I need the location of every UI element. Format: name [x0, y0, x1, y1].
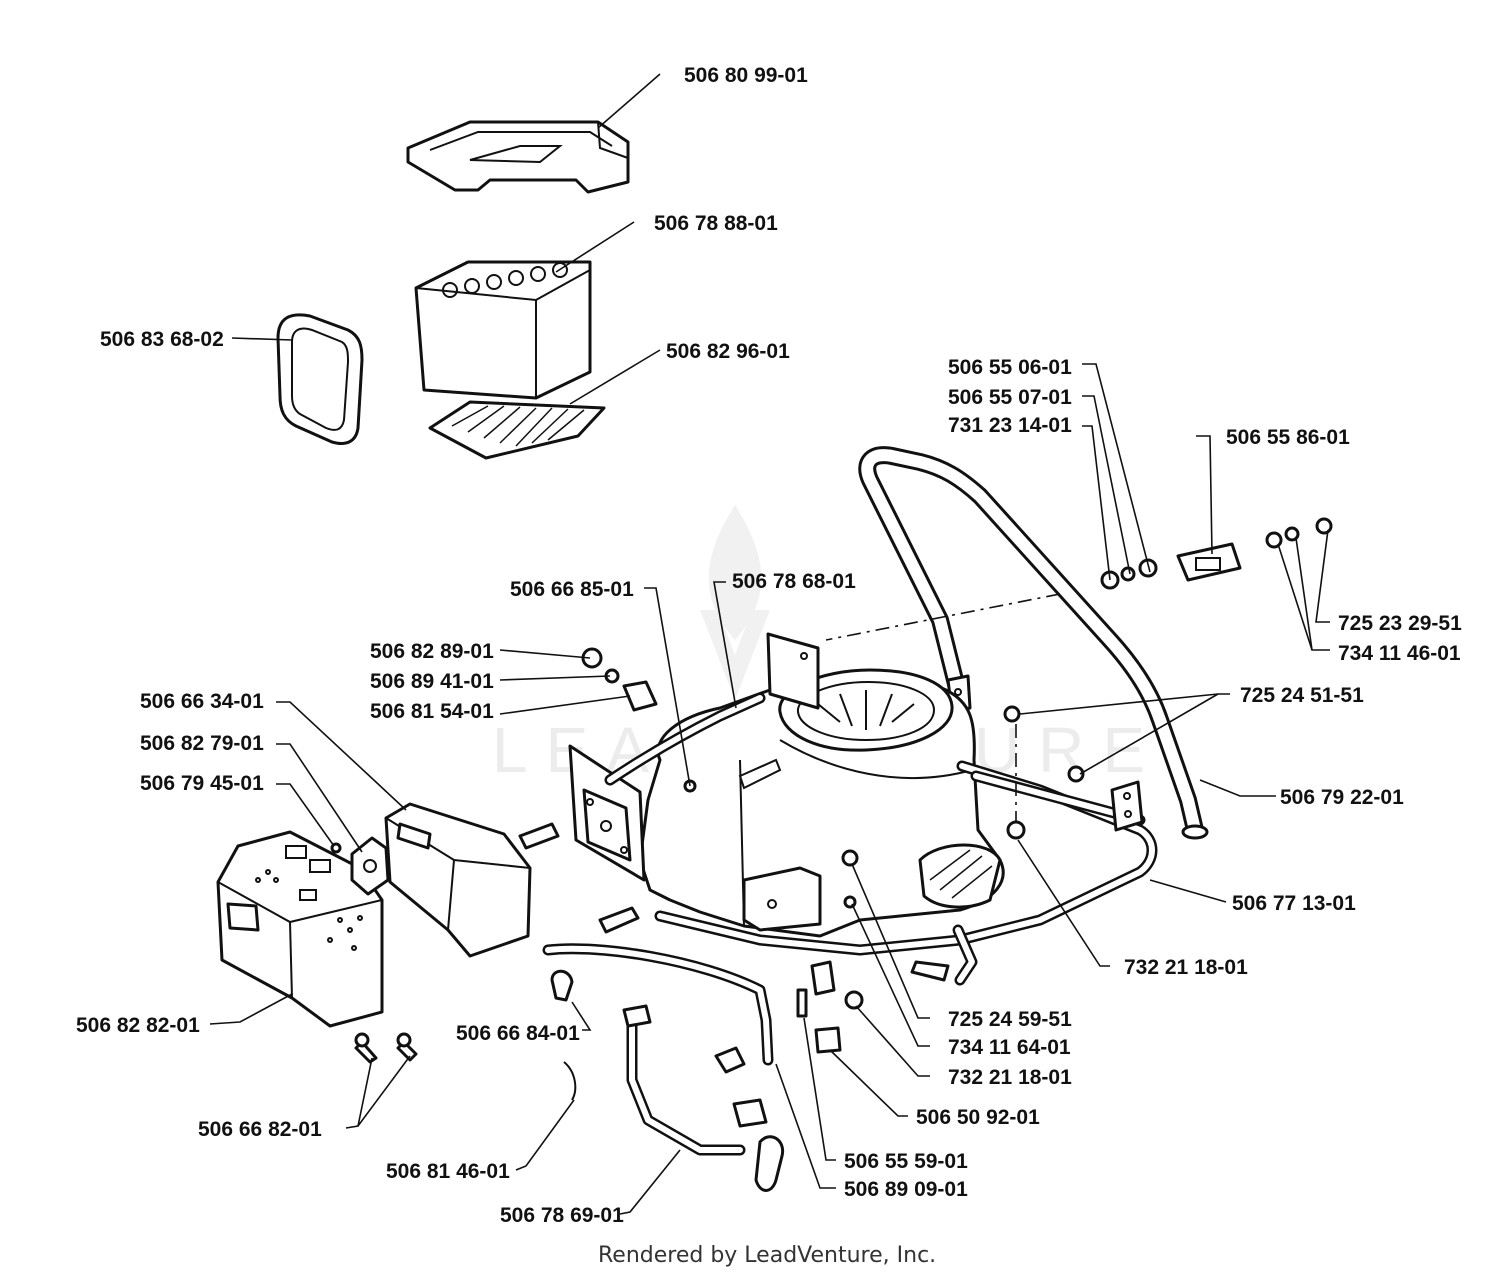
part-label-506-82-89-01[interactable]: 506 82 89-01	[370, 640, 494, 663]
part-label-734-11-64-01[interactable]: 734 11 64-01	[948, 1036, 1071, 1059]
part-label-725-24-51-51[interactable]: 725 24 51-51	[1240, 684, 1364, 707]
part-label-506-83-68-02[interactable]: 506 83 68-02	[100, 328, 224, 351]
muffler-shield	[216, 830, 384, 1028]
hardware-right	[1003, 517, 1333, 840]
part-label-725-24-59-51[interactable]: 725 24 59-51	[948, 1008, 1072, 1031]
part-label-506-66-85-01[interactable]: 506 66 85-01	[510, 578, 634, 601]
part-label-506-66-82-01[interactable]: 506 66 82-01	[198, 1118, 322, 1141]
part-label-506-82-79-01[interactable]: 506 82 79-01	[140, 732, 264, 755]
hardware-bottom	[550, 849, 864, 1101]
muffler-bolts	[354, 1032, 418, 1064]
part-label-506-78-88-01[interactable]: 506 78 88-01	[654, 212, 778, 235]
part-label-506-55-86-01[interactable]: 506 55 86-01	[1226, 426, 1350, 449]
part-label-506-55-06-01[interactable]: 506 55 06-01	[948, 356, 1072, 379]
part-label-506-66-34-01[interactable]: 506 66 34-01	[140, 690, 264, 713]
part-label-506-89-41-01[interactable]: 506 89 41-01	[370, 670, 494, 693]
part-label-734-11-46-01[interactable]: 734 11 46-01	[1338, 642, 1461, 665]
part-label-731-23-14-01[interactable]: 731 23 14-01	[948, 414, 1072, 437]
part-label-506-89-09-01[interactable]: 506 89 09-01	[844, 1178, 968, 1201]
part-label-506-82-82-01[interactable]: 506 82 82-01	[76, 1014, 200, 1037]
part-label-506-55-07-01[interactable]: 506 55 07-01	[948, 386, 1072, 409]
battery-strap	[276, 313, 364, 445]
part-label-725-23-29-51[interactable]: 725 23 29-51	[1338, 612, 1462, 635]
part-label-732-21-18-01-frame[interactable]: 732 21 18-01	[1124, 956, 1248, 979]
part-label-506-66-84-01[interactable]: 506 66 84-01	[456, 1022, 580, 1045]
battery	[414, 260, 592, 400]
control-rod	[622, 1004, 785, 1192]
part-label-506-81-46-01[interactable]: 506 81 46-01	[386, 1160, 510, 1183]
part-labels: 506 80 99-01 506 78 88-01 506 83 68-02 5…	[76, 64, 1462, 1227]
frame-bracket	[766, 632, 820, 710]
part-label-506-77-13-01[interactable]: 506 77 13-01	[1232, 892, 1356, 915]
muffler	[384, 802, 532, 958]
engine	[638, 668, 1005, 996]
leader-lines	[209, 73, 1330, 1215]
battery-cover	[406, 120, 630, 194]
part-label-506-82-96-01[interactable]: 506 82 96-01	[666, 340, 790, 363]
engine-mount-plate	[568, 744, 646, 882]
battery-tray	[428, 400, 606, 460]
part-label-506-78-69-01[interactable]: 506 78 69-01	[500, 1204, 624, 1227]
part-label-506-80-99-01[interactable]: 506 80 99-01	[684, 64, 808, 87]
part-label-506-79-22-01[interactable]: 506 79 22-01	[1280, 786, 1404, 809]
part-label-506-81-54-01[interactable]: 506 81 54-01	[370, 700, 494, 723]
frame	[518, 692, 1158, 1066]
part-label-506-78-68-01[interactable]: 506 78 68-01	[732, 570, 856, 593]
part-label-506-79-45-01[interactable]: 506 79 45-01	[140, 772, 264, 795]
frame-handle	[858, 446, 1209, 840]
footer-credit: Rendered by LeadVenture, Inc.	[598, 1243, 936, 1268]
part-label-506-50-92-01[interactable]: 506 50 92-01	[916, 1106, 1040, 1129]
part-label-506-55-59-01[interactable]: 506 55 59-01	[844, 1150, 968, 1173]
exhaust-gasket	[330, 836, 390, 896]
part-label-732-21-18-01-engine[interactable]: 732 21 18-01	[948, 1066, 1072, 1089]
